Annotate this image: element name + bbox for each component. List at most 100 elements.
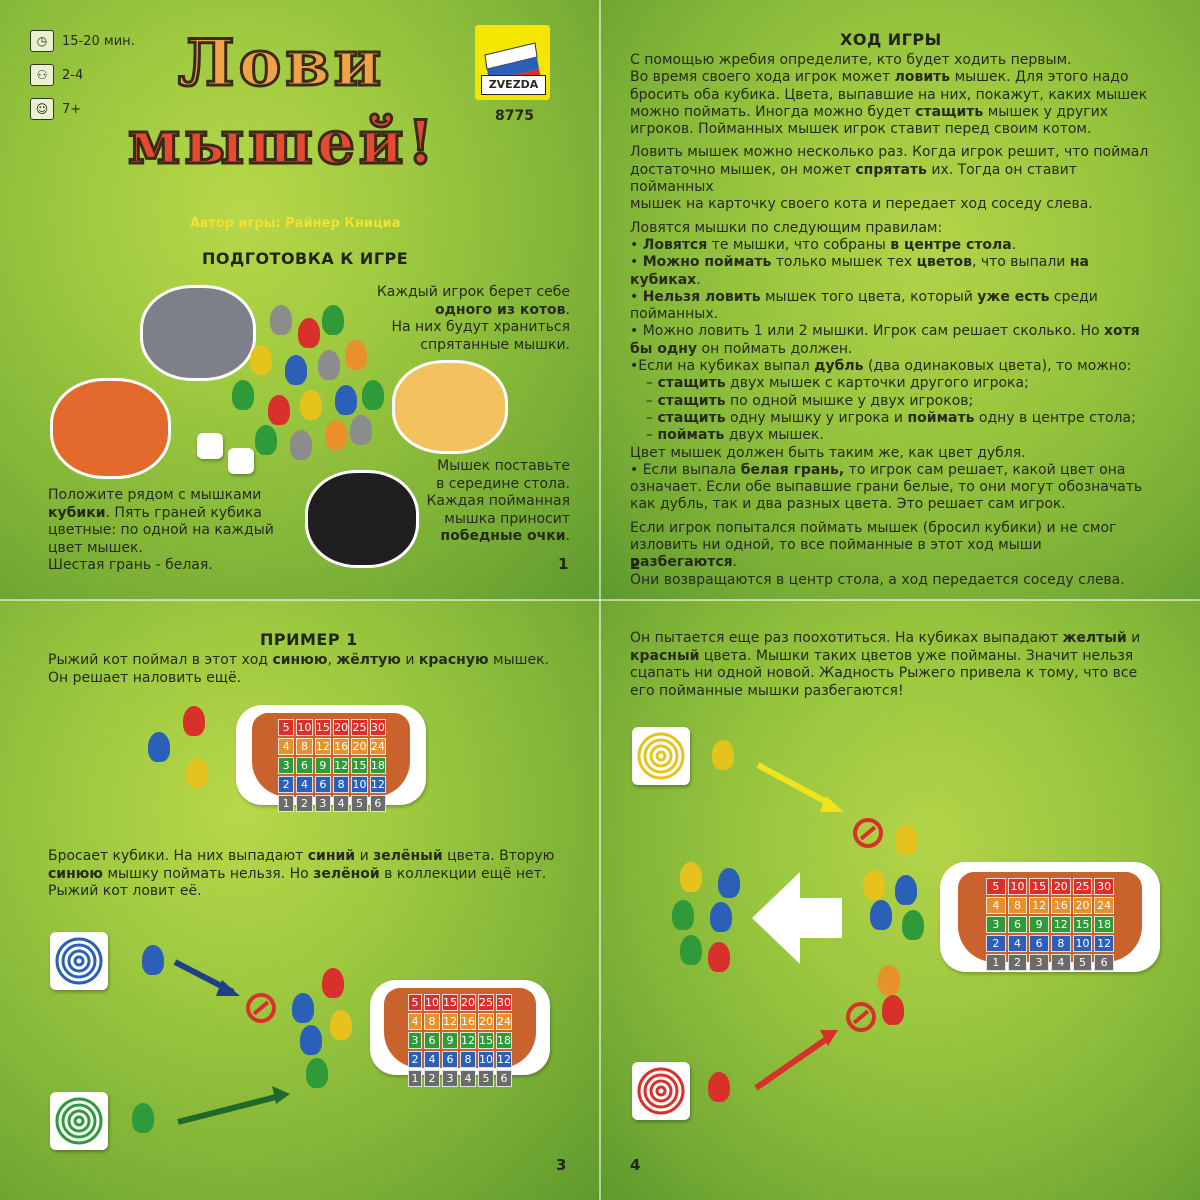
mouse-red xyxy=(708,1072,730,1102)
no-entry-icon xyxy=(846,1002,876,1032)
text-line: •Если на кубиках выпал дубль (два одинак… xyxy=(630,358,1150,375)
text: Бросает кубики. На них выпадают xyxy=(48,848,308,864)
text: •Если на кубиках выпал xyxy=(630,358,815,375)
text: мышек. xyxy=(488,652,549,668)
score-cell: 10 xyxy=(424,994,440,1011)
duration-info: ◷ 15-20 мин. xyxy=(30,30,135,52)
text: изловить ни одной, то все пойманные в эт… xyxy=(630,537,1042,554)
score-cell: 6 xyxy=(1094,954,1114,971)
score-cell: 6 xyxy=(369,795,386,812)
score-cell: 8 xyxy=(296,738,313,755)
text: двух мышек. xyxy=(724,427,824,444)
score-cell: 4 xyxy=(296,776,313,793)
age-text: 7+ xyxy=(62,101,82,117)
mouse-red xyxy=(882,995,904,1025)
text: цвета. Вторую xyxy=(442,848,555,864)
text-line: – стащить одну мышку у игрока и поймать … xyxy=(630,410,1150,427)
score-cell: 20 xyxy=(478,1013,494,1030)
text: • xyxy=(630,236,643,253)
orange-cat-card xyxy=(392,360,508,454)
text-line: • Если выпала белая грань, то игрок сам … xyxy=(630,462,1150,479)
mice-instruction: Мышек поставьте в середине стола. Каждая… xyxy=(420,458,570,546)
score-cell: 2 xyxy=(278,776,295,793)
score-cell: 2 xyxy=(296,795,313,812)
score-cell: 3 xyxy=(278,757,295,774)
text: достаточно мышек, он может xyxy=(630,161,856,178)
text-line: Бросает кубики. На них выпадают синий и … xyxy=(48,848,573,866)
score-cell: 20 xyxy=(460,994,476,1011)
no-entry-icon xyxy=(246,993,276,1023)
emphasis: бы одну xyxy=(630,340,698,357)
mouse-blue xyxy=(335,385,357,415)
emphasis: поймать xyxy=(907,409,975,426)
score-cell: 15 xyxy=(1072,916,1093,933)
mouse-yellow xyxy=(680,862,702,892)
text-line: красный цвета. Мышки таких цветов уже по… xyxy=(630,648,1155,666)
score-cell: 3 xyxy=(1029,954,1049,971)
score-cell: 5 xyxy=(351,795,368,812)
emphasis: уже есть xyxy=(977,288,1050,305)
emphasis: разбегаются xyxy=(630,554,733,571)
dice-instruction: Положите рядом с мышками кубики. Пять гр… xyxy=(48,487,298,575)
score-cell: 4 xyxy=(460,1070,476,1087)
score-cell: 6 xyxy=(424,1032,440,1049)
score-cell: 10 xyxy=(296,719,313,736)
emphasis: поймать xyxy=(657,427,725,444)
score-cell: 1 xyxy=(408,1070,422,1087)
score-cell: 4 xyxy=(408,1013,422,1030)
score-cell: 12 xyxy=(460,1032,476,1049)
emphasis: Ловятся xyxy=(642,236,708,253)
mouse-blue xyxy=(710,902,732,932)
green-rings-icon xyxy=(55,1097,103,1145)
page-3: ПРИМЕР 1 Рыжий кот поймал в этот ход син… xyxy=(0,600,600,1200)
die-1 xyxy=(197,433,223,459)
text-line: пойманных. xyxy=(630,306,719,323)
emphasis: красную xyxy=(418,652,489,668)
score-cell: 18 xyxy=(369,757,386,774)
text: и xyxy=(1126,630,1141,646)
mouse-gray xyxy=(318,350,340,380)
emphasis: синюю xyxy=(272,652,328,668)
score-cell: 15 xyxy=(478,1032,494,1049)
score-cell: 12 xyxy=(1050,916,1071,933)
score-cell: 2 xyxy=(986,935,1006,952)
text: одну в центре стола; xyxy=(974,409,1136,426)
emphasis: цветов xyxy=(916,254,972,271)
text: двух мышек с карточки другого игрока; xyxy=(725,375,1029,392)
text: одну мышку у игрока и xyxy=(725,409,908,426)
text-line: Ловятся мышки по следующим правилам: xyxy=(630,219,943,236)
product-code: 8775 xyxy=(495,108,534,124)
text-line: – поймать двух мышек. xyxy=(630,427,1150,444)
text: и xyxy=(400,652,419,668)
text: и xyxy=(355,848,374,864)
mouse-yellow xyxy=(712,740,734,770)
players-icon: ⚇ xyxy=(30,64,54,86)
emphasis: красный xyxy=(630,647,700,664)
text-line: победные очки. xyxy=(420,528,570,546)
emphasis: победные очки xyxy=(440,528,566,544)
score-cell: 9 xyxy=(1029,916,1049,933)
emphasis: синий xyxy=(307,848,356,864)
score-cell: 2 xyxy=(1007,954,1028,971)
text-line: Шестая грань - белая. xyxy=(48,557,213,573)
mouse-green xyxy=(306,1058,328,1088)
text-line: Каждый игрок берет себе xyxy=(376,284,570,300)
text-line: цвет мышек. xyxy=(48,539,143,556)
age-icon: ☺ xyxy=(30,98,54,120)
text-line: спрятанные мышки. xyxy=(420,336,570,353)
green-die xyxy=(50,1092,108,1150)
emphasis: хотя xyxy=(1104,323,1140,340)
text-line: Во время своего хода игрок может ловить … xyxy=(630,69,1150,86)
emphasis: на кубиках xyxy=(630,254,1089,288)
text-line: достаточно мышек, он может спрятать их. … xyxy=(630,162,1150,197)
text: – xyxy=(646,409,658,426)
gray-cat-card xyxy=(140,285,256,381)
yellow-die xyxy=(632,727,690,785)
text-line: означает. Если обе выпавшие грани белые,… xyxy=(630,479,1143,496)
gameplay-text: С помощью жребия определите, кто будет х… xyxy=(630,52,1150,589)
text: . xyxy=(732,554,738,571)
score-cell: 6 xyxy=(296,757,313,774)
